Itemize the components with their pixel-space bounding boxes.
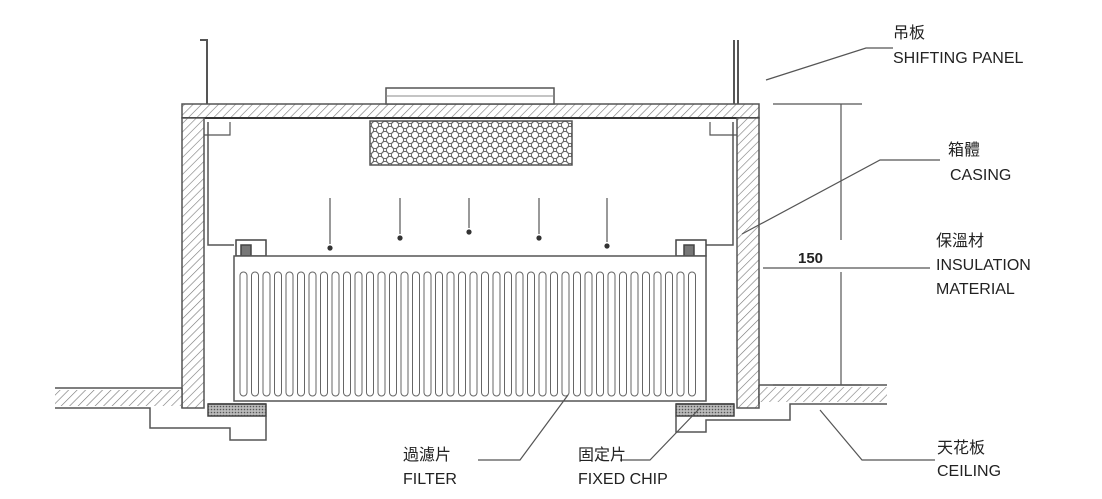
- filter-pleat: [492, 271, 501, 397]
- insulation-label-en-1: INSULATION: [936, 257, 1031, 274]
- filter-pleat: [377, 271, 386, 397]
- filter-pleat: [596, 271, 604, 397]
- filter-pleat: [239, 271, 248, 397]
- airflow-dot: [466, 229, 472, 235]
- filter-pleat: [308, 271, 317, 397]
- filter-pleat: [515, 271, 524, 397]
- shifting-panel-label-en: SHIFTING PANEL: [893, 50, 1023, 67]
- filter-pleat: [642, 271, 650, 397]
- top-panel: [181, 87, 760, 119]
- casing-walls: [181, 117, 760, 409]
- filter-pleat: [400, 271, 409, 397]
- filter-pleat: [481, 271, 489, 397]
- filter-pleat: [354, 271, 363, 397]
- filter-pleat: [366, 271, 374, 397]
- dimension-value: 150: [798, 250, 823, 267]
- shifting-panel-label-zh: 吊板: [893, 24, 925, 42]
- filter-pleat: [630, 271, 639, 397]
- dimension-150: [773, 103, 862, 386]
- fixed-chips-bottom: [207, 403, 735, 417]
- filter-pleat: [653, 271, 662, 397]
- filter-pleat: [297, 271, 305, 397]
- filter-pleat: [584, 271, 593, 397]
- filter-label-zh: 過濾片: [403, 446, 451, 464]
- filter-label-en: FILTER: [403, 471, 457, 488]
- filter-pleat: [274, 271, 282, 397]
- inner-casing: [207, 122, 734, 246]
- filter-pleat: [435, 271, 443, 397]
- filter-pleats: [239, 271, 696, 397]
- filter-pleat: [688, 271, 696, 397]
- airflow-dot: [397, 235, 403, 241]
- fixed-chip-label-zh: 固定片: [578, 446, 626, 464]
- filter-pleat: [607, 271, 616, 397]
- casing-label-en: CASING: [950, 167, 1011, 184]
- filter-pleat: [665, 271, 673, 397]
- ceiling-label-en: CEILING: [937, 463, 1001, 480]
- filter-pleat: [423, 271, 432, 397]
- filter-pleat: [469, 271, 478, 397]
- airflow-dot: [536, 235, 542, 241]
- filter-pleat: [504, 271, 512, 397]
- filter-pleat: [446, 271, 455, 397]
- fixed-chips-top: [235, 239, 707, 257]
- filter-pleat: [320, 271, 328, 397]
- filter-pleat: [285, 271, 294, 397]
- filter-pleat: [676, 271, 685, 397]
- filter-box: [233, 255, 707, 402]
- airflow-dot: [327, 245, 333, 251]
- filter-pleat: [538, 271, 547, 397]
- filter-pleat: [561, 271, 570, 397]
- ceiling-profile: [55, 384, 887, 441]
- filter-pleat: [262, 271, 271, 397]
- filter-pleat: [389, 271, 397, 397]
- filter-pleat: [527, 271, 535, 397]
- top-filter-element: [369, 120, 573, 166]
- filter-pleat: [331, 271, 340, 397]
- filter-pleat: [343, 271, 351, 397]
- airflow-indicators: [327, 198, 610, 251]
- leader-lines: [478, 47, 940, 461]
- airflow-dot: [604, 243, 610, 249]
- filter-pleat: [619, 271, 627, 397]
- insulation-label-en-2: MATERIAL: [936, 281, 1015, 298]
- filter-pleat: [573, 271, 581, 397]
- filter-pleat: [412, 271, 420, 397]
- filter-pleat: [458, 271, 466, 397]
- filter-pleat: [251, 271, 259, 397]
- hanger-rods: [200, 39, 739, 104]
- filter-pleat: [550, 271, 558, 397]
- fixed-chip-label-en: FIXED CHIP: [578, 471, 668, 488]
- insulation-label-zh: 保溫材: [936, 232, 984, 250]
- ceiling-label-zh: 天花板: [937, 439, 985, 457]
- casing-label-zh: 箱體: [948, 141, 980, 159]
